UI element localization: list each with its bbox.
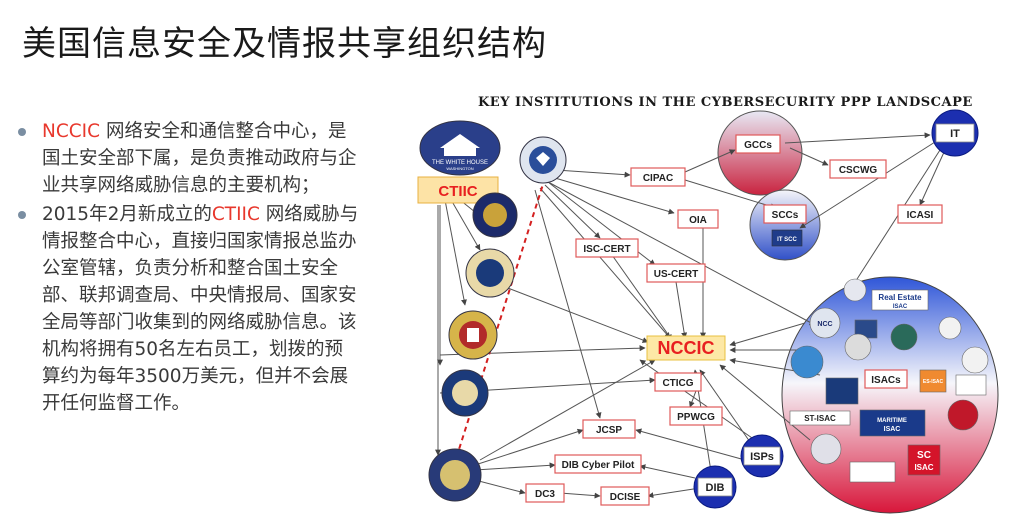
svg-text:DIB: DIB: [706, 482, 725, 494]
bullet-dot-icon: [18, 128, 26, 136]
isacs-node: ISACs: [864, 369, 908, 389]
svg-text:CIPAC: CIPAC: [643, 173, 673, 184]
svg-text:PPWCG: PPWCG: [677, 412, 715, 423]
icasi-node: ICASI: [897, 204, 943, 224]
dc3-node: DC3: [525, 483, 565, 503]
dod-seal: [428, 448, 482, 502]
bullet-accent-nccic: NCCIC: [42, 121, 101, 142]
svg-text:NCCIC: NCCIC: [658, 338, 715, 358]
svg-text:ISAC: ISAC: [884, 426, 901, 433]
svg-text:US-CERT: US-CERT: [654, 269, 698, 280]
svg-text:ISC-CERT: ISC-CERT: [583, 244, 630, 255]
isps-node: ISPs: [740, 434, 784, 478]
svg-text:ISPs: ISPs: [750, 451, 774, 463]
dib-cyber-pilot-node: DIB Cyber Pilot: [554, 454, 642, 474]
svg-text:IT SCC: IT SCC: [777, 237, 797, 243]
bullet-text-nccic: 网络安全和通信整合中心，是国土安全部下属，是负责推动政府与企业共享网络威胁信息的…: [42, 121, 357, 196]
svg-text:IT: IT: [950, 128, 960, 140]
nsa-seal: [472, 192, 518, 238]
it-node: IT: [931, 109, 979, 157]
svg-text:ISAC: ISAC: [893, 304, 908, 310]
svg-text:DIB Cyber Pilot: DIB Cyber Pilot: [562, 460, 635, 471]
oia-node: OIA: [677, 209, 719, 229]
svg-text:OIA: OIA: [689, 215, 707, 226]
cticg-node: CTICG: [654, 372, 702, 392]
svg-text:DCISE: DCISE: [610, 492, 641, 503]
svg-text:ST-ISAC: ST-ISAC: [804, 414, 836, 423]
svg-text:CTIIC: CTIIC: [438, 183, 477, 200]
bullet-text-ctiic: 网络威胁与情报整合中心，直接归国家情报总监办公室管辖，负责分析和整合国土安全部、…: [42, 204, 359, 414]
slide-title: 美国信息安全及情报共享组织结构: [22, 24, 547, 64]
svg-text:ICASI: ICASI: [907, 210, 934, 221]
bullet-item-nccic: NCCIC 网络安全和通信整合中心，是国土安全部下属，是负责推动政府与企业共享网…: [14, 118, 359, 199]
svg-text:WASHINGTON: WASHINGTON: [446, 166, 473, 171]
dashed-link: [454, 177, 546, 463]
bullet-list: NCCIC 网络安全和通信整合中心，是国土安全部下属，是负责推动政府与企业共享网…: [14, 118, 359, 419]
diagram-edges: [435, 132, 946, 499]
cscwg-node: CSCWG: [829, 159, 887, 179]
bullet-accent-ctiic: CTIIC: [211, 204, 260, 225]
svg-text:CTICG: CTICG: [662, 378, 693, 389]
dib-node: DIB: [693, 465, 737, 509]
dcise-node: DCISE: [600, 486, 650, 506]
diagram-title: KEY INSTITUTIONS IN THE CYBERSECURITY PP…: [478, 95, 973, 110]
isac-logos: Real Estate ISAC NCC ISACs ES-ISAC ST-IS…: [789, 278, 989, 483]
fbi-seal: [448, 310, 498, 360]
gccs-node: GCCs: [735, 134, 781, 154]
sccs-node: SCCs: [763, 204, 807, 224]
svg-text:SCCs: SCCs: [772, 210, 799, 221]
svg-text:ISACs: ISACs: [871, 375, 901, 386]
jcsp-node: JCSP: [582, 419, 636, 439]
svg-text:DC3: DC3: [535, 489, 555, 500]
svg-text:Real Estate: Real Estate: [878, 293, 922, 302]
dhs-seal: [519, 136, 567, 184]
us-cert-node: US-CERT: [646, 263, 706, 283]
svg-text:NCC: NCC: [817, 321, 832, 328]
nccic-node: NCCIC: [646, 335, 726, 361]
svg-text:MARITIME: MARITIME: [877, 418, 907, 424]
doj-seal: [465, 248, 515, 298]
ppwcg-node: PPWCG: [669, 406, 723, 426]
bullet-item-ctiic: 2015年2月新成立的CTIIC 网络威胁与情报整合中心，直接归国家情报总监办公…: [14, 201, 359, 417]
it-scc-logo: IT SCC: [771, 229, 803, 247]
svg-text:ES-ISAC: ES-ISAC: [923, 379, 944, 385]
sccs-circle: [749, 189, 821, 261]
svg-text:GCCs: GCCs: [744, 140, 772, 151]
svg-text:CSCWG: CSCWG: [839, 165, 878, 176]
svg-text:SC: SC: [917, 450, 931, 461]
cia-seal: [441, 369, 489, 417]
white-house-seal: THE WHITE HOUSE WASHINGTON: [419, 120, 501, 176]
cipac-node: CIPAC: [630, 167, 686, 187]
isc-cert-node: ISC-CERT: [575, 238, 639, 258]
svg-text:ISAC: ISAC: [914, 463, 933, 472]
svg-text:THE WHITE HOUSE: THE WHITE HOUSE: [432, 160, 488, 166]
svg-text:JCSP: JCSP: [596, 425, 622, 436]
bullet-dot-icon: [18, 211, 26, 219]
bullet-prefix-ctiic: 2015年2月新成立的: [42, 204, 212, 225]
